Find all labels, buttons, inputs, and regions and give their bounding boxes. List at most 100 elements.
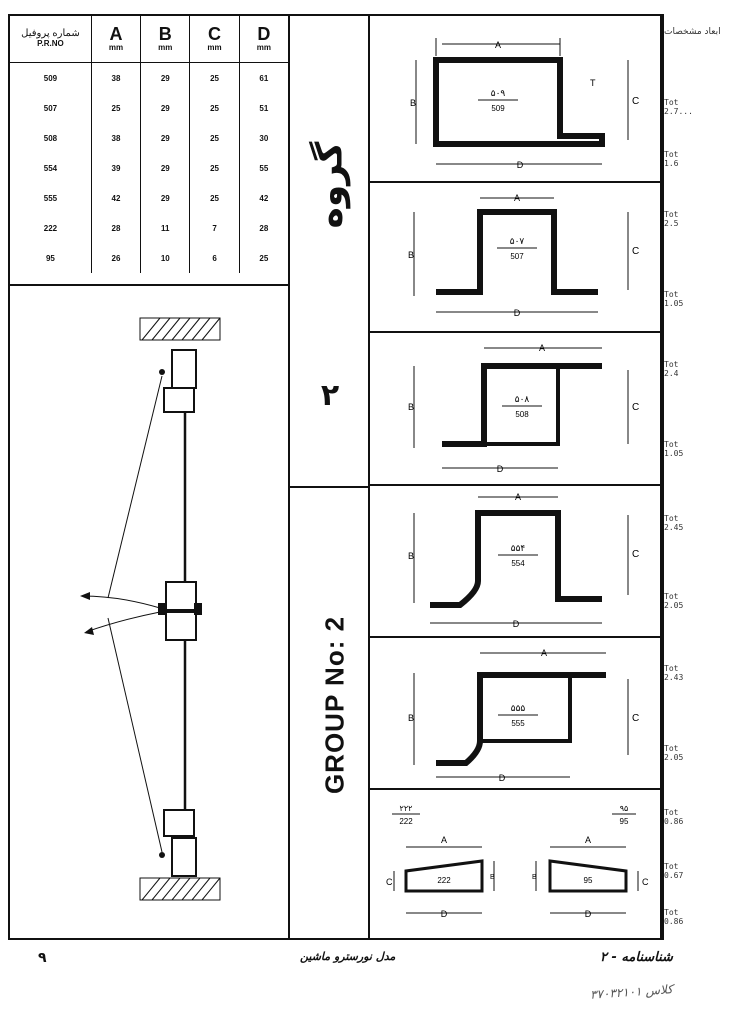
page-number: ۹: [38, 950, 47, 966]
svg-text:B: B: [408, 551, 414, 561]
group-en-label: GROUP No: 2: [319, 615, 350, 795]
group-fa-number: ۲: [320, 378, 340, 413]
profile-panel-507: A B C D ۵۰۷ 507: [408, 193, 639, 318]
svg-text:95: 95: [584, 876, 593, 885]
panel-divider: [370, 636, 662, 638]
profile-508-shape: [442, 363, 602, 447]
svg-text:A: A: [441, 835, 447, 845]
profile-507-shape: [436, 209, 598, 295]
profile-554-shape: [430, 510, 602, 608]
profile-panel-222-95: ۲۲۲ 222 ۹۵ 95 222 A C B D 95 A B C D: [386, 804, 649, 919]
header-part-number: شماره پروفیل P.R.NO: [10, 16, 92, 63]
handwritten-note: کلاس ۳۷۰۳۲۱۰۱: [589, 982, 674, 1002]
profile-code-fa: ۵۵۵: [511, 703, 526, 713]
svg-text:A: A: [515, 492, 521, 502]
profile-code-fa: ۵۰۷: [510, 236, 525, 246]
dim-b-label: B: [410, 98, 416, 108]
panel-divider: [370, 484, 662, 486]
svg-text:D: D: [497, 464, 504, 474]
svg-text:C: C: [632, 549, 639, 560]
svg-text:222: 222: [437, 876, 451, 885]
lower-opening-line: [107, 617, 163, 853]
svg-text:A: A: [539, 343, 545, 353]
profile-222-shape: [404, 859, 484, 893]
profile-code: 507: [510, 252, 524, 261]
dim-a-label: A: [495, 40, 501, 50]
panel-divider: [370, 331, 662, 333]
svg-text:C: C: [632, 713, 639, 724]
svg-text:A: A: [541, 648, 547, 658]
opening-arrow-lower: [85, 611, 161, 633]
dim-t-label: T: [590, 78, 596, 88]
upper-opening-line: [107, 375, 163, 599]
svg-text:B: B: [408, 402, 414, 412]
profile-222-code-fa: ۲۲۲: [400, 804, 413, 813]
svg-text:C: C: [632, 402, 639, 413]
profile-222-code: 222: [399, 817, 413, 826]
panel-divider: [370, 788, 662, 790]
bottom-frame-profile: [163, 809, 195, 837]
profile-panel-508: A B C D ۵۰۸ 508: [408, 343, 639, 474]
group-label-divider: [290, 486, 370, 488]
svg-text:D: D: [585, 909, 592, 919]
footer-right-text: شناسنامه - ۲: [600, 950, 673, 965]
profile-code-fa: ۵۵۴: [511, 543, 526, 553]
top-wall-hatch: [139, 317, 221, 341]
svg-text:D: D: [499, 773, 506, 783]
right-notes-divider: [660, 14, 662, 940]
bottom-wall-hatch: [139, 877, 221, 901]
left-column-divider: [288, 14, 290, 940]
profile-code: 555: [511, 719, 525, 728]
svg-text:C: C: [642, 877, 649, 887]
profile-509-shape: [433, 57, 605, 147]
svg-text:A: A: [514, 193, 520, 203]
footer-center-text: مدل نورسترو ماشین: [300, 950, 396, 963]
opening-arrow-upper: [81, 595, 161, 609]
dim-d-label: D: [517, 160, 524, 170]
profile-code-fa: ۵۰۹: [491, 88, 506, 98]
profile-panel-555: A B C D ۵۵۵ 555: [408, 648, 639, 783]
svg-text:D: D: [514, 308, 521, 318]
profile-code: 508: [515, 410, 529, 419]
svg-text:D: D: [513, 619, 520, 629]
svg-text:B: B: [408, 713, 414, 723]
profile-panel-554: A B C D ۵۵۴ 554: [408, 492, 639, 629]
document-frame: [8, 14, 664, 940]
svg-text:B: B: [408, 250, 414, 260]
profile-code-fa: ۵۰۸: [515, 394, 530, 404]
group-column-divider: [368, 14, 370, 940]
group-fa-label: گروه: [309, 141, 351, 229]
profile-95-code-fa: ۹۵: [620, 804, 629, 813]
profile-code: 554: [511, 559, 525, 568]
profile-code: 509: [491, 104, 505, 113]
svg-text:D: D: [441, 909, 448, 919]
mid-transom-profile: [165, 581, 197, 611]
panel-divider: [370, 181, 662, 183]
dim-c-label: C: [632, 96, 639, 107]
